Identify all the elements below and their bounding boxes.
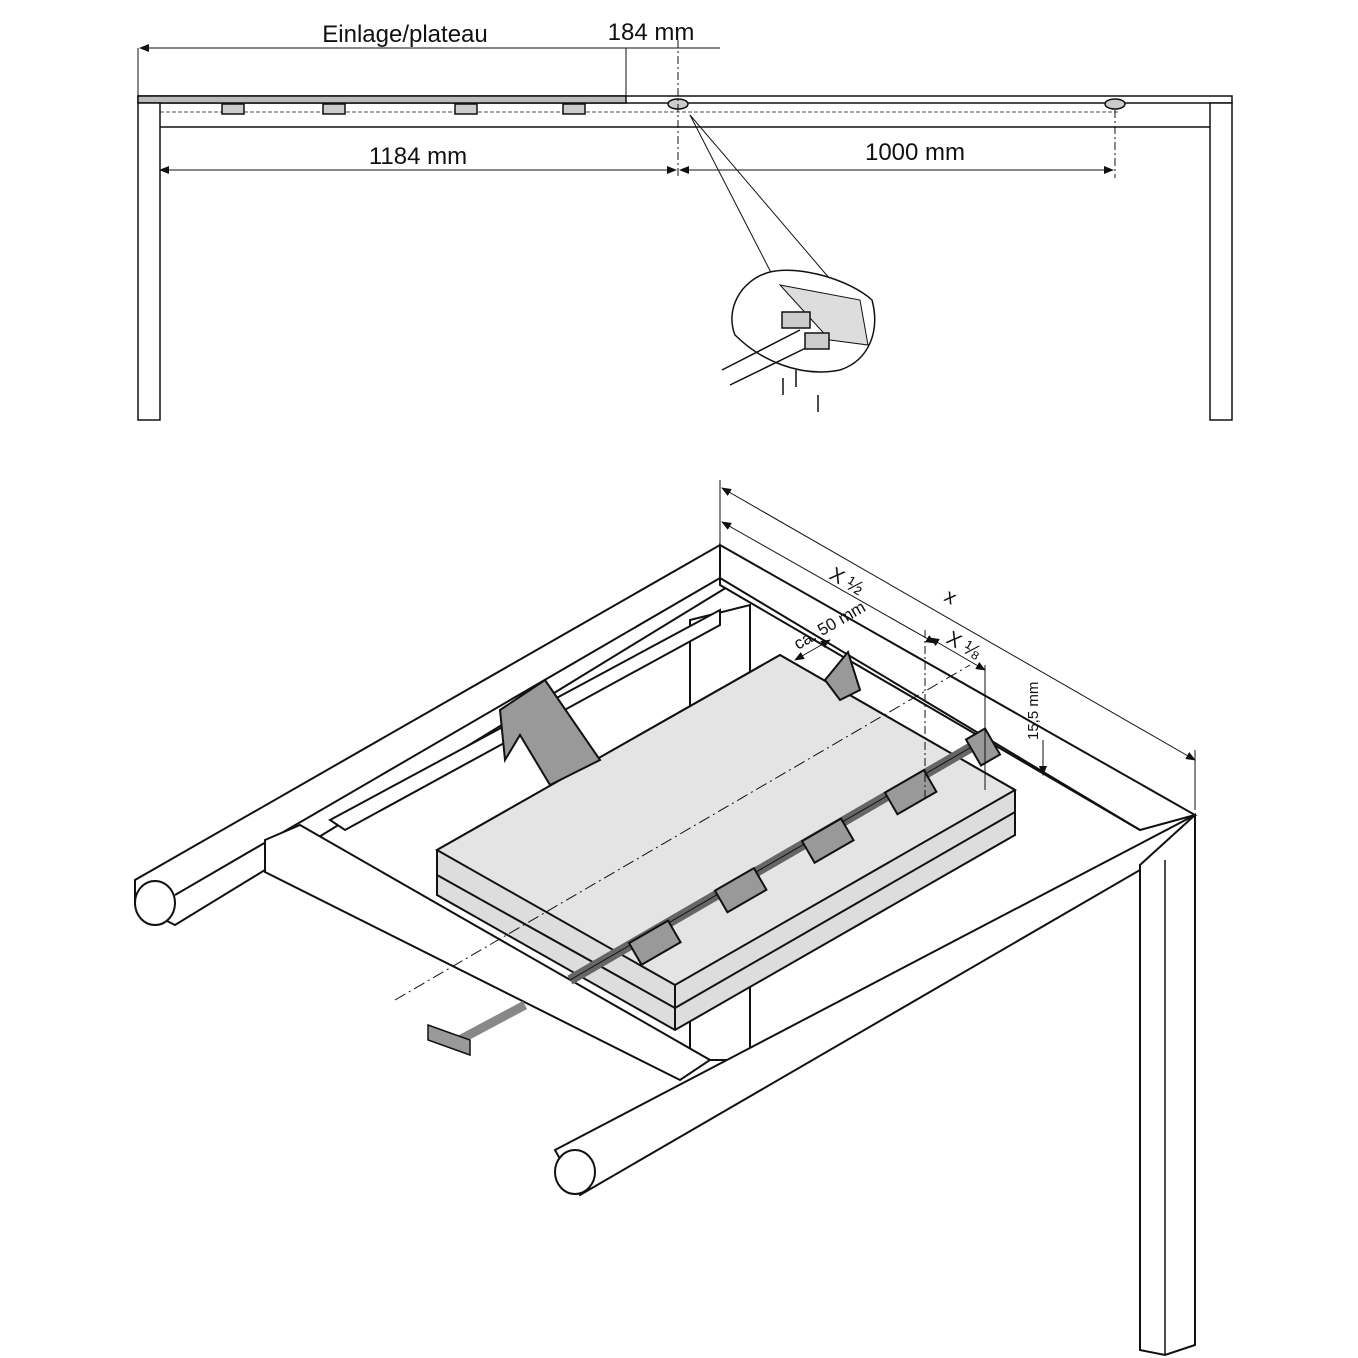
dim-x-half: X ½ <box>826 563 868 600</box>
top-view <box>137 40 1233 421</box>
left-leg <box>137 102 161 421</box>
dim-184: 184 mm <box>608 19 695 46</box>
front-leg <box>1139 812 1196 1357</box>
dim-1184: 1184 mm <box>369 143 467 170</box>
support-bracket <box>498 678 602 787</box>
iso-view <box>134 480 1198 1357</box>
dim-15-5mm: 15,5 mm <box>1025 682 1042 740</box>
insert-label: Einlage/plateau <box>322 21 487 48</box>
dim-x-eighth: X ⅛ <box>943 627 985 664</box>
tube-end-front <box>554 1149 596 1195</box>
insert-plate <box>137 95 627 104</box>
tube-end-left <box>134 880 176 926</box>
dim-x: x <box>941 585 961 609</box>
rod-holders-iso <box>627 727 1002 967</box>
dim-1000: 1000 mm <box>865 139 965 166</box>
cross-rail <box>264 823 712 1082</box>
right-leg <box>1209 102 1233 421</box>
rod-holders <box>221 98 1126 115</box>
